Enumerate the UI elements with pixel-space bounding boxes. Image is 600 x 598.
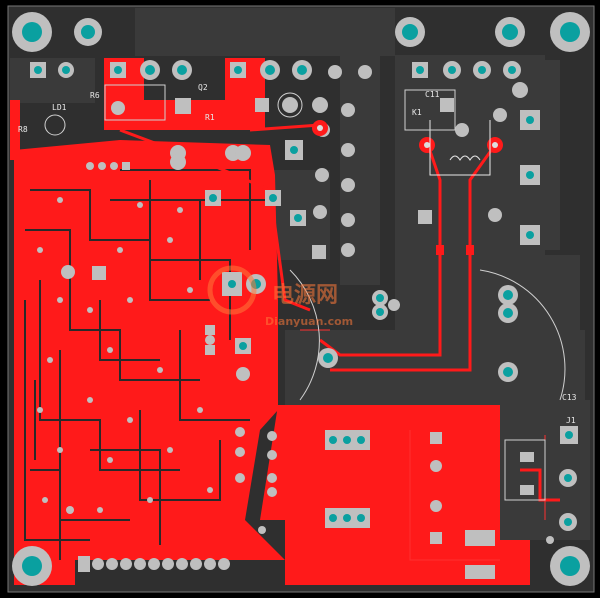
silkscreen-outlines — [44, 84, 566, 501]
watermark-latin: Dianyuan.com — [265, 315, 353, 328]
vias — [37, 162, 277, 534]
label-c13: C13 — [562, 393, 577, 402]
mounting-hole-bottom-right — [550, 546, 590, 586]
mounting-hole-top-right — [550, 12, 590, 52]
label-k1: K1 — [412, 108, 422, 117]
signal-traces — [24, 169, 270, 560]
label-r8: R8 — [18, 125, 28, 134]
label-ld1: LD1 — [52, 103, 67, 112]
header-connector — [78, 556, 230, 572]
label-c11: C11 — [425, 90, 440, 99]
mounting-holes — [12, 12, 590, 586]
label-r1: R1 — [205, 113, 215, 122]
mounting-hole-top-left — [12, 12, 52, 52]
watermark-chinese: 电源网 — [272, 283, 338, 308]
label-j1: J1 — [566, 416, 576, 425]
coil-symbol — [429, 120, 491, 176]
watermark-logo: 电源网 Dianyuan.com — [207, 265, 353, 328]
label-q2: Q2 — [198, 83, 208, 92]
mounting-hole-bottom-left — [12, 546, 52, 586]
silkscreen-labels: Q2 R1 R6 R8 LD1 C11 K1 C13 J1 — [18, 83, 577, 425]
relay-pads — [312, 120, 503, 255]
large-pads — [74, 17, 525, 47]
label-r6: R6 — [90, 91, 100, 100]
component-drills — [34, 65, 534, 377]
power-section-drills — [329, 431, 573, 526]
